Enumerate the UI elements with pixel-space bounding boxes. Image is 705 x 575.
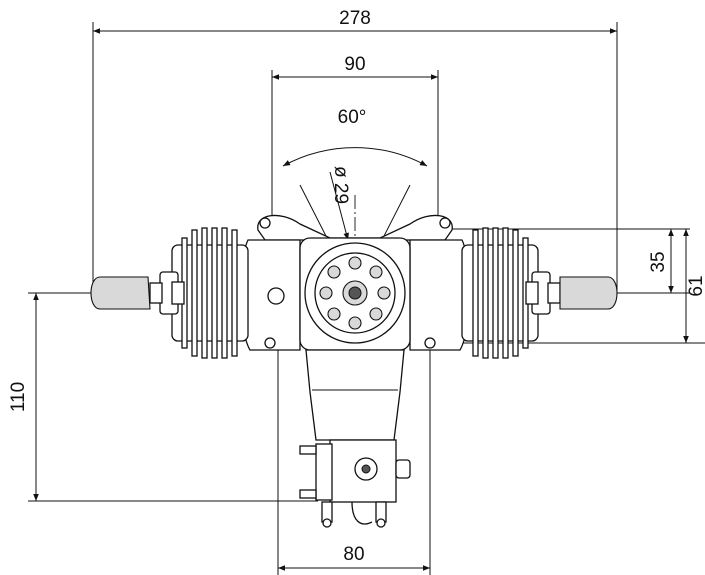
- cylinder-spacing-dimension: 90: [344, 54, 365, 75]
- overall-width-dimension: 278: [339, 8, 371, 29]
- mount-height-dimension: 110: [8, 382, 29, 412]
- engine-body: [90, 214, 618, 528]
- left-spark-plug-cap: [90, 276, 151, 310]
- hub-bolts: [319, 256, 391, 330]
- right-spark-plug-cap: [559, 276, 618, 310]
- right-cylinder: [461, 227, 561, 359]
- left-cylinder: [149, 227, 249, 359]
- diameter-dimension: ø 29: [330, 166, 351, 204]
- upper-height-dimension: 35: [648, 251, 669, 272]
- total-height-dimension: 61: [686, 275, 705, 296]
- lower-body: [305, 349, 405, 441]
- mount-width-dimension: 80: [343, 544, 364, 565]
- angle-dimension: 60°: [338, 107, 367, 128]
